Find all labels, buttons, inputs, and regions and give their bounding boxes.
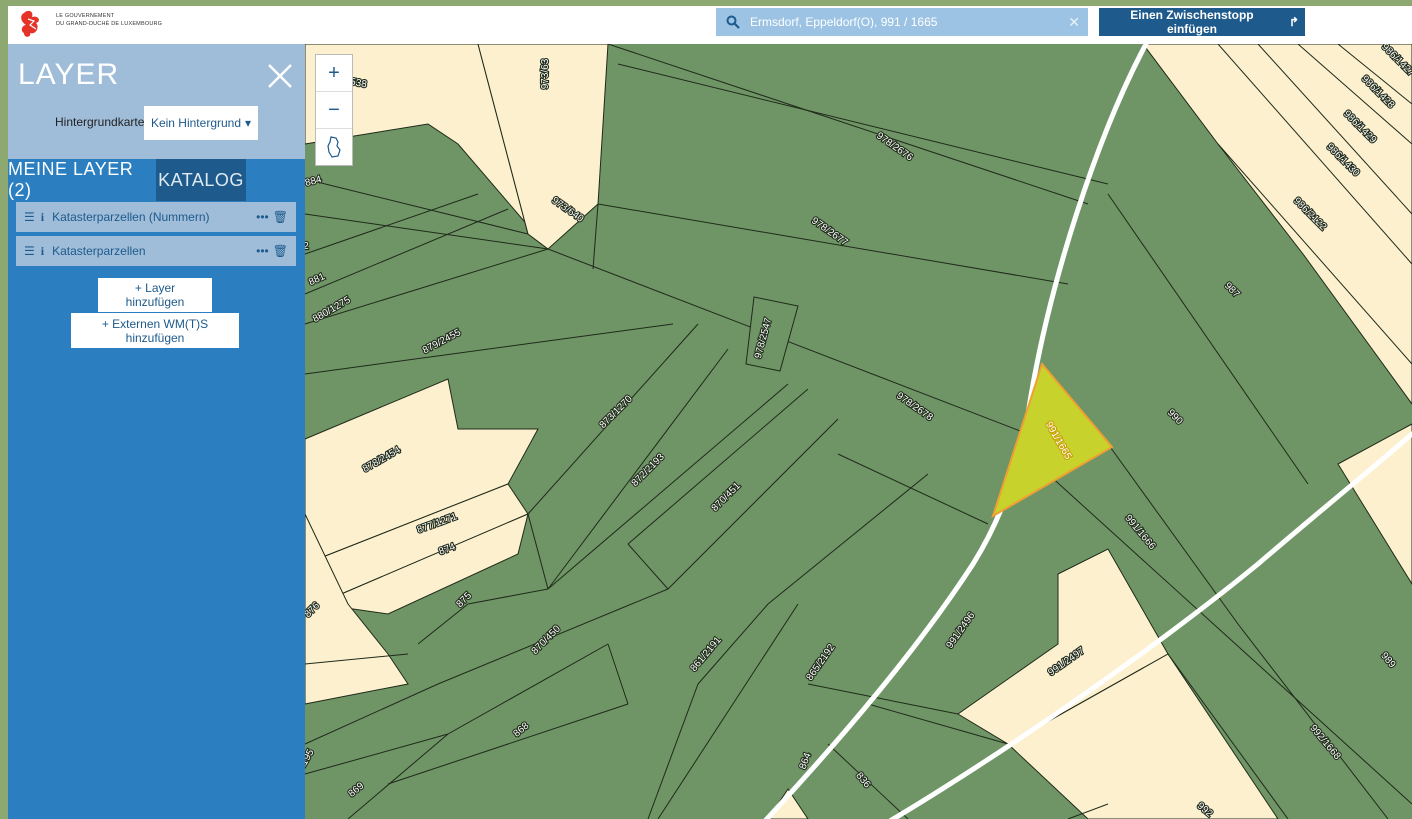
map-zoom-controls: + − — [315, 54, 353, 166]
layer-label: Katasterparzellen — [52, 244, 146, 258]
layer-row[interactable]: ☰ i Katasterparzellen (Nummern) ••• 🗑 — [16, 202, 296, 232]
road-southeast — [888, 431, 1412, 819]
more-options-icon[interactable]: ••• — [256, 210, 269, 224]
zoom-out-button[interactable]: − — [316, 92, 352, 129]
gov-line-2: DU GRAND-DUCHÉ DE LUXEMBOURG — [56, 21, 163, 27]
parcel-field-ne[interactable] — [1142, 44, 1412, 405]
search-input[interactable] — [748, 14, 1072, 30]
top-header: LE GOUVERNEMENT DU GRAND-DUCHÉ DE LUXEMB… — [8, 6, 1412, 44]
add-stopover-label: Einen Zwischenstopp einfügen — [1130, 8, 1254, 36]
parcel-label: 538 — [349, 77, 368, 91]
search-box[interactable]: ✕ — [716, 8, 1088, 36]
info-icon[interactable]: i — [40, 243, 45, 258]
selected-parcel-991-1665[interactable] — [991, 361, 1114, 519]
parcel-label: 2 — [303, 241, 309, 252]
more-options-icon[interactable]: ••• — [256, 244, 269, 258]
parcel-field-east[interactable] — [1337, 423, 1412, 585]
sidebar-header: LAYER Hintergrundkarte: Kein Hintergrund… — [8, 44, 305, 159]
trash-icon[interactable]: 🗑 — [272, 210, 288, 224]
parcel-field-992[interactable] — [1007, 653, 1279, 819]
luxembourg-outline-icon — [327, 136, 341, 158]
add-stopover-button[interactable]: Einen Zwischenstopp einfügen ↱ — [1099, 8, 1305, 36]
parcel-field-973-63[interactable] — [477, 44, 609, 250]
gov-line-1: LE GOUVERNEMENT — [56, 13, 115, 19]
parcel-field-874[interactable] — [316, 513, 529, 615]
layer-sidebar: LAYER Hintergrundkarte: Kein Hintergrund… — [8, 44, 305, 819]
drag-handle-icon[interactable]: ☰ — [24, 210, 35, 224]
clear-search-icon[interactable]: ✕ — [1068, 14, 1080, 30]
parcel-label: 973/63 — [540, 58, 551, 89]
trash-icon[interactable]: 🗑 — [272, 244, 288, 258]
government-wordmark: LE GOUVERNEMENT DU GRAND-DUCHÉ DE LUXEMB… — [56, 12, 162, 28]
zoom-in-button[interactable]: + — [316, 55, 352, 92]
country-extent-button[interactable] — [316, 129, 352, 165]
search-icon — [726, 15, 740, 29]
add-layer-button[interactable]: + Layer hinzufügen — [98, 278, 212, 312]
background-map-label: Hintergrundkarte: — [55, 115, 148, 129]
layer-row[interactable]: ☰ i Katasterparzellen ••• 🗑 — [16, 236, 296, 266]
parcel-978-2547[interactable] — [745, 296, 799, 372]
layer-label: Katasterparzellen (Nummern) — [52, 210, 210, 224]
tab-catalog[interactable]: KATALOG — [156, 159, 246, 201]
add-external-wms-button[interactable]: + Externen WM(T)S hinzufügen — [71, 313, 239, 348]
caret-down-icon: ▾ — [245, 116, 252, 130]
sidebar-title: LAYER — [18, 58, 120, 91]
background-map-select[interactable]: Kein Hintergrund ▾ — [144, 106, 258, 140]
tab-my-layers[interactable]: MEINE LAYER (2) — [8, 159, 150, 201]
drag-handle-icon[interactable]: ☰ — [24, 244, 35, 258]
close-icon[interactable] — [266, 62, 294, 90]
turn-right-arrow-icon: ↱ — [1288, 15, 1299, 29]
luxembourg-lion-logo — [21, 10, 39, 37]
info-icon[interactable]: i — [40, 209, 45, 224]
background-map-value: Kein Hintergrund — [150, 116, 242, 130]
